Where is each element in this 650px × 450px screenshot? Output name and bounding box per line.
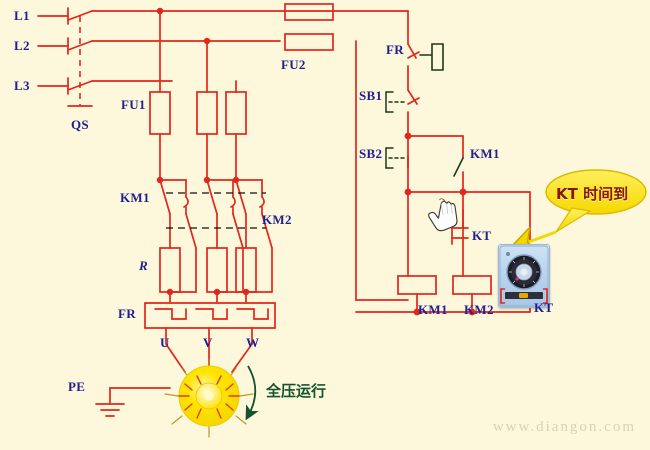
motor-symbol (164, 359, 254, 438)
label-terminal-w: W (246, 335, 260, 350)
km1-aux-contact (453, 157, 464, 177)
annotation-full-voltage: 全压运行 (266, 382, 327, 400)
label-sb1: SB1 (359, 88, 383, 103)
label-terminal-u: U (160, 335, 170, 350)
label-l3: L3 (14, 78, 30, 93)
pe-ground-symbol (95, 403, 125, 417)
label-resistor: R (139, 258, 148, 273)
label-l1: L1 (14, 8, 30, 23)
label-sb2: SB2 (359, 146, 383, 161)
label-km2-main: KM2 (262, 212, 292, 227)
label-kt-contact: KT (472, 228, 492, 243)
kt-time-relay-device (498, 244, 550, 308)
speech-bubble (512, 169, 647, 248)
label-terminal-v: V (203, 335, 213, 350)
label-kt-coil: KT (534, 300, 554, 315)
sb1-actuator (385, 91, 405, 113)
label-fr-control: FR (386, 42, 404, 57)
wire-junction-dots (156, 7, 476, 316)
label-km1-aux: KM1 (470, 146, 500, 161)
label-pe: PE (68, 379, 86, 394)
label-km1-coil: KM1 (418, 302, 448, 317)
watermark: www.diangon.com (492, 419, 636, 435)
label-km1-main: KM1 (120, 190, 150, 205)
label-l2: L2 (14, 38, 30, 53)
sb2-actuator (385, 147, 407, 169)
label-fu2: FU2 (281, 57, 306, 72)
hand-cursor-icon (428, 198, 458, 232)
label-qs: QS (71, 117, 89, 132)
speech-bubble-text: KT 时间到 (556, 185, 629, 203)
label-km2-coil: KM2 (464, 302, 494, 317)
label-fr-main: FR (118, 306, 136, 321)
label-fu1: FU1 (121, 97, 146, 112)
rotation-arrow (245, 365, 259, 421)
fr-heater-symbol (419, 43, 444, 71)
main-power-wiring (37, 7, 409, 405)
